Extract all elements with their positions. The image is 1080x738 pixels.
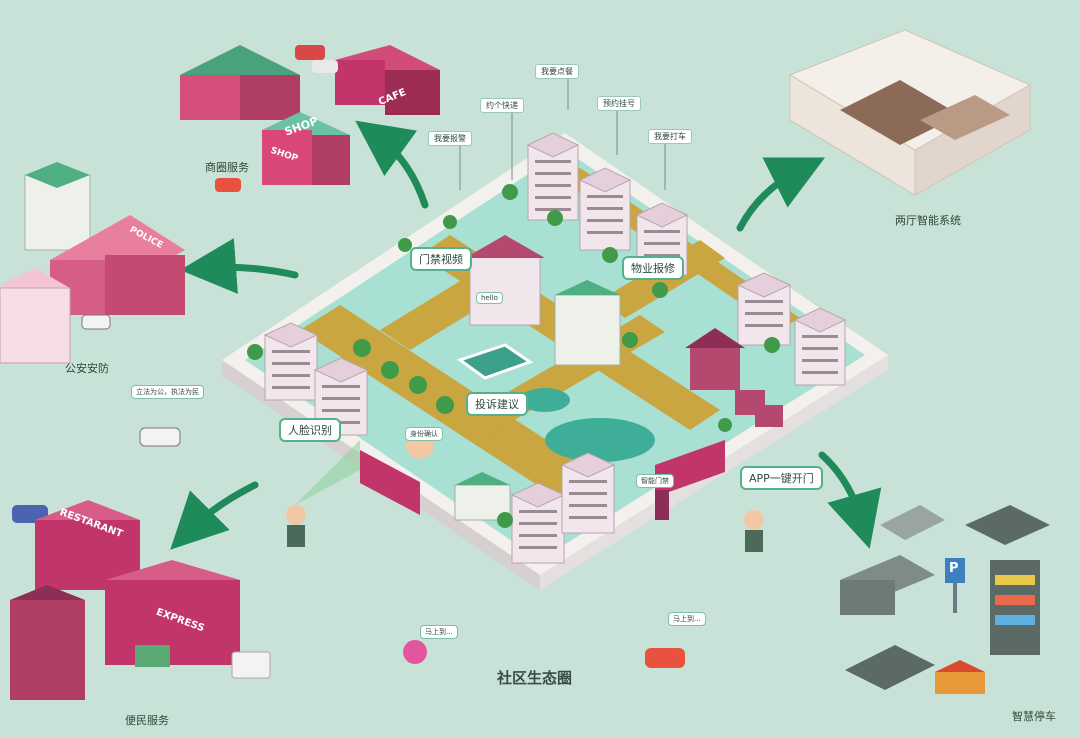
caption-smart-home: 两厅智能系统 xyxy=(895,214,961,227)
label-access-video: 门禁视频 xyxy=(410,247,472,271)
wifi-label-alarm: 我要报警 xyxy=(428,131,472,146)
smart-home-area xyxy=(788,29,1032,196)
caption-parking: 智慧停车 xyxy=(1012,710,1056,723)
parking-area xyxy=(840,505,1050,694)
caption-commerce: 商圈服务 xyxy=(205,161,249,174)
flow-arrows xyxy=(170,120,882,550)
wifi-label-taxi: 我要打车 xyxy=(648,129,692,144)
bubble-smart-gate: 智能门禁 xyxy=(636,474,674,488)
label-complaint: 投诉建议 xyxy=(466,392,528,416)
wifi-label-registration: 预约挂号 xyxy=(597,96,641,111)
wifi-label-express: 约个快递 xyxy=(480,98,524,113)
caption-convenience: 便民服务 xyxy=(125,714,169,727)
bubble-hello: hello xyxy=(476,292,503,304)
diagram-title: 社区生态圈 xyxy=(497,669,573,687)
bubble-delivery-2: 马上到... xyxy=(668,612,706,626)
bubble-id-confirm: 身份确认 xyxy=(405,427,443,441)
bubble-delivery-1: 马上到... xyxy=(420,625,458,639)
label-face-recognition: 人脸识别 xyxy=(279,418,341,442)
wifi-label-order-food: 我要点餐 xyxy=(535,64,579,79)
label-property-repair: 物业报修 xyxy=(622,256,684,280)
label-app-open: APP一键开门 xyxy=(740,466,823,490)
convenience-area xyxy=(10,500,271,700)
caption-security: 公安安防 xyxy=(65,362,109,375)
security-area xyxy=(0,162,185,447)
trees xyxy=(247,184,780,528)
tower-windows xyxy=(272,160,838,549)
wifi-lines xyxy=(459,77,666,190)
commerce-area xyxy=(180,45,440,192)
bubble-police-slogan: 立法为公，执法为民 xyxy=(131,385,204,399)
central-houses xyxy=(454,235,783,521)
sign-parking: P xyxy=(949,561,959,576)
